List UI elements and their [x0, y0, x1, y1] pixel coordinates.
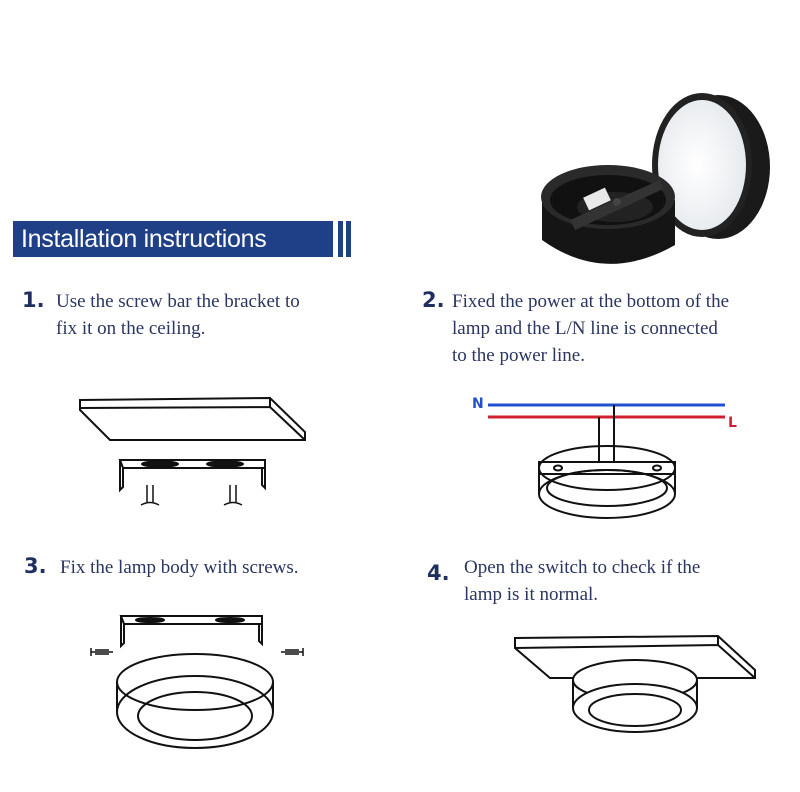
title-stripe — [338, 221, 343, 257]
section-title: Installation instructions — [13, 221, 333, 257]
diagram-lamp-screws — [90, 615, 304, 749]
diagram-installed-lamp — [514, 634, 756, 733]
step-text: Fixed the power at the bottom of the lam… — [452, 291, 730, 366]
step-number: 2. — [422, 288, 445, 312]
step-text: Fix the lamp body with screws. — [60, 557, 299, 578]
step-number: 3. — [24, 554, 47, 578]
diagram-wiring: N L — [472, 396, 737, 519]
step-number: 1. — [22, 288, 45, 312]
title-stripe — [346, 221, 351, 257]
neutral-label: N — [472, 396, 484, 412]
step-number: 4. — [427, 561, 450, 585]
step-text: Open the switch to check if the lamp is … — [464, 557, 701, 605]
diagram-bracket-ceiling — [79, 396, 306, 506]
product-photo — [541, 93, 770, 264]
step-text: Use the screw bar the bracket to fix it … — [56, 291, 300, 339]
live-label: L — [728, 415, 737, 431]
